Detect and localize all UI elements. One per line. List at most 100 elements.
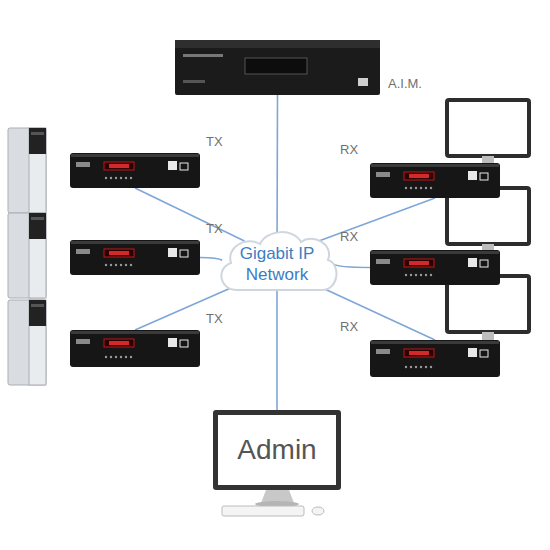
status-led <box>405 366 407 368</box>
status-led <box>125 177 127 179</box>
server-top <box>175 40 380 48</box>
keyboard <box>222 506 304 516</box>
status-led <box>130 356 132 358</box>
network-cable <box>276 288 278 410</box>
unit-logo <box>76 339 90 344</box>
tower-front <box>29 213 46 298</box>
network-cable <box>200 258 222 261</box>
unit-edge <box>371 341 499 344</box>
unit-display <box>104 339 134 347</box>
extender-box: RX <box>370 163 500 198</box>
unit-port <box>480 173 488 180</box>
unit-label: A.I.M. <box>388 76 422 91</box>
drive-slot <box>31 217 44 220</box>
tower-front <box>29 300 46 385</box>
extender-box: TX <box>70 153 200 188</box>
unit-label: RX <box>340 229 358 244</box>
status-led <box>430 366 432 368</box>
status-led <box>120 177 122 179</box>
unit-badge <box>168 338 177 347</box>
monitor <box>447 100 529 163</box>
status-led <box>115 356 117 358</box>
status-led <box>415 274 417 276</box>
status-led <box>120 356 122 358</box>
extender-unit <box>370 163 500 198</box>
tower-case <box>8 128 46 213</box>
extender-unit <box>370 250 500 285</box>
mouse <box>312 507 324 515</box>
server-case <box>175 40 380 95</box>
status-led <box>425 187 427 189</box>
monitor-stand <box>482 332 494 340</box>
extender-box: RX <box>370 340 500 377</box>
display-digits <box>109 164 129 168</box>
unit-display <box>404 172 434 180</box>
unit-case <box>370 250 500 285</box>
tower-front <box>29 128 46 213</box>
network-label: Gigabit IP Network <box>229 243 325 285</box>
server-panel <box>245 58 307 74</box>
unit-logo <box>376 172 390 177</box>
aim-server <box>175 40 380 95</box>
unit-badge <box>468 171 477 180</box>
tower-pc <box>8 128 46 213</box>
tower-bay <box>29 213 46 239</box>
status-led <box>115 264 117 266</box>
unit-badge <box>168 248 177 257</box>
unit-port <box>480 260 488 267</box>
network-cable <box>332 264 370 268</box>
unit-case <box>70 240 200 275</box>
unit-label: TX <box>206 221 223 236</box>
extender-unit <box>70 330 200 367</box>
tower-case <box>8 213 46 298</box>
extender-unit <box>70 240 200 275</box>
display-digits <box>109 251 129 255</box>
unit-logo <box>376 349 390 354</box>
unit-logo <box>76 249 90 254</box>
server-badge <box>358 78 368 86</box>
unit-display <box>104 162 134 170</box>
extender-unit <box>70 153 200 188</box>
extender-box: RX <box>370 250 500 285</box>
unit-case <box>70 330 200 367</box>
display-digits <box>109 341 129 345</box>
unit-port <box>180 340 188 347</box>
server-logo <box>183 54 223 57</box>
admin-label: Admin <box>218 434 336 466</box>
network-cloud-node: Gigabit IP Network <box>212 222 342 302</box>
status-led <box>420 366 422 368</box>
extender-unit <box>370 340 500 377</box>
status-led <box>105 177 107 179</box>
status-led <box>115 177 117 179</box>
status-led <box>110 356 112 358</box>
display-digits <box>409 261 429 265</box>
status-led <box>420 274 422 276</box>
status-led <box>125 264 127 266</box>
unit-label: RX <box>340 142 358 157</box>
server-logo <box>183 80 205 83</box>
unit-case <box>70 153 200 188</box>
status-led <box>105 356 107 358</box>
unit-logo <box>76 162 90 167</box>
drive-slot <box>31 132 44 135</box>
unit-edge <box>71 154 199 157</box>
status-led <box>120 264 122 266</box>
tower-case <box>8 300 46 385</box>
unit-edge <box>71 331 199 334</box>
unit-logo <box>376 259 390 264</box>
unit-case <box>370 163 500 198</box>
monitor-stand <box>482 244 494 250</box>
unit-badge <box>468 348 477 357</box>
unit-display <box>404 259 434 267</box>
unit-label: RX <box>340 319 358 334</box>
tower-pc <box>8 300 46 385</box>
status-led <box>130 264 132 266</box>
status-led <box>125 356 127 358</box>
unit-display <box>104 249 134 257</box>
unit-edge <box>371 164 499 167</box>
monitor-screen <box>447 100 529 156</box>
status-led <box>425 274 427 276</box>
unit-label: TX <box>206 311 223 326</box>
unit-edge <box>371 251 499 254</box>
